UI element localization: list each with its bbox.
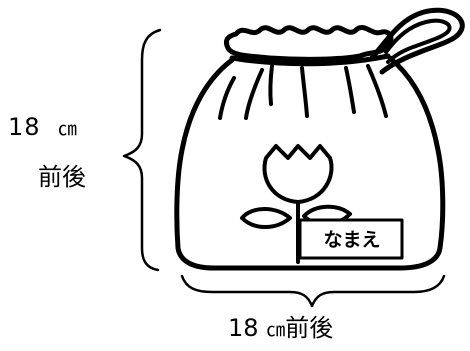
bag-body xyxy=(174,55,446,271)
height-unit: ㎝ xyxy=(57,118,78,140)
width-qualifier: 前後 xyxy=(285,314,334,342)
width-value: 18 xyxy=(228,314,259,342)
height-value: 18 xyxy=(8,113,41,141)
height-qualifier: 前後 xyxy=(38,163,86,191)
bag-gather-lines xyxy=(218,64,388,120)
strap-loop xyxy=(369,7,465,75)
height-dimension-label: 18 ㎝ xyxy=(8,112,118,144)
width-brace xyxy=(180,274,446,308)
width-dimension-label: 18 ㎝前後 xyxy=(228,313,333,345)
width-unit: ㎝ xyxy=(266,319,286,341)
bag-ruffle-top xyxy=(223,25,394,67)
height-brace xyxy=(122,28,162,272)
name-tag-label: なまえ xyxy=(323,229,381,251)
name-tag-box xyxy=(298,218,404,260)
